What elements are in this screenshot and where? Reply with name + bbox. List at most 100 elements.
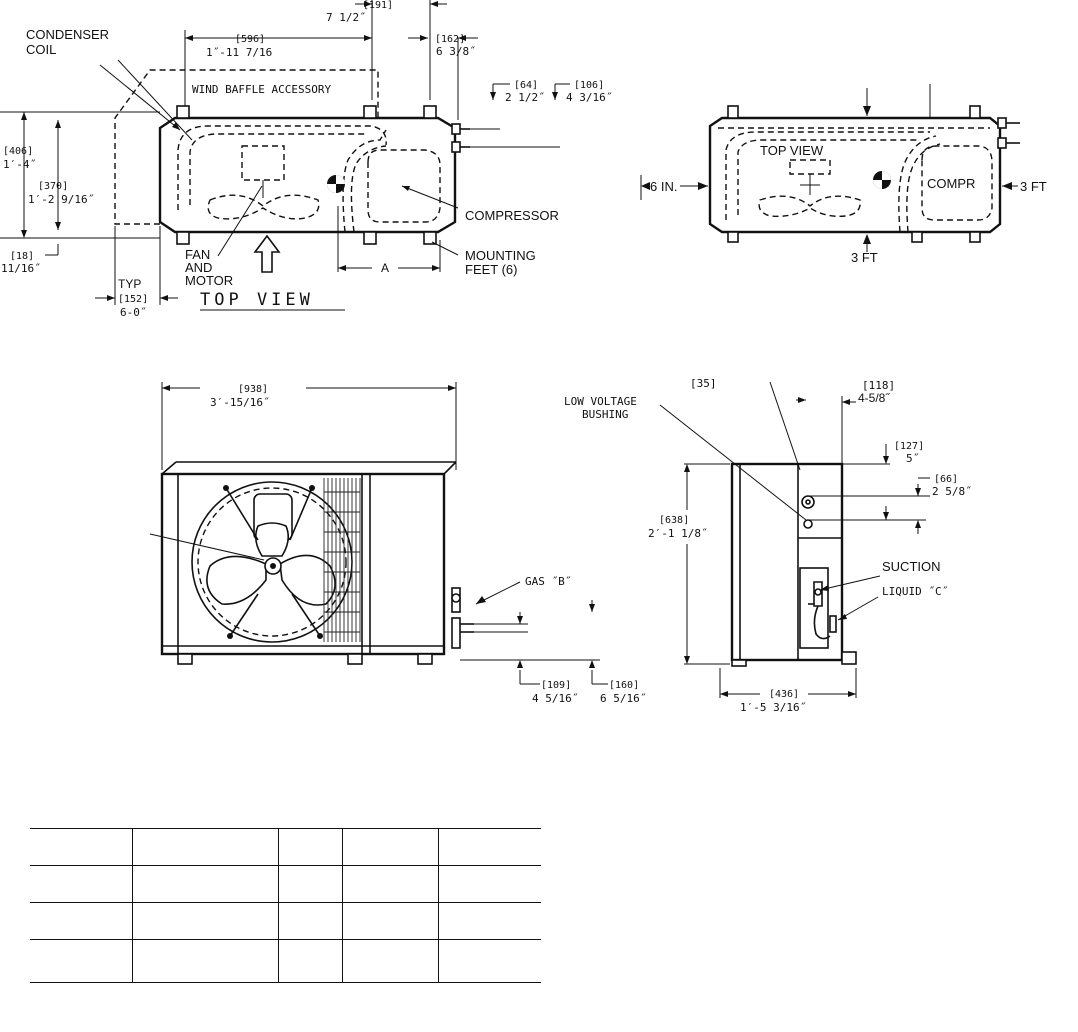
dim-118-in: 4-5/8˝: [858, 391, 890, 405]
dim-152-in: 6-0˝: [120, 306, 147, 319]
top-view-drawing: CONDENSER COIL WIND BAFFLE ACCESSORY COM…: [0, 0, 612, 319]
dim-406-in: 1′-4˝: [3, 158, 36, 171]
clearance-bottom-label: 3 FT: [851, 250, 878, 265]
dim-436-mm: [436]: [769, 689, 799, 700]
table-cell: [342, 902, 439, 940]
dimension-table: [30, 828, 541, 983]
table-cell: [278, 939, 343, 983]
dim-638-in: 2′-1 1/8˝: [648, 527, 708, 540]
dim-18-mm: [18]: [10, 251, 34, 262]
side-cabinet: [730, 462, 844, 662]
gas-b-label: GAS ˝B˝: [525, 575, 571, 588]
front-valves: [451, 587, 474, 649]
mounting-feet-label-2: FEET (6): [465, 262, 518, 277]
front-view-drawing: [938] 3′-15/16˝ GAS ˝B˝ [109] 4 5/16˝ [1…: [149, 382, 646, 705]
table-row: [30, 939, 541, 983]
dim-118-mm: [118]: [862, 379, 895, 392]
dim-162-in: 6 3/8˝: [436, 45, 476, 58]
dim-64-in: 2 1/2˝: [505, 91, 545, 104]
dim-596-in: 1˝-11 7/16: [206, 46, 272, 59]
table-cell: [278, 865, 343, 903]
typ-label: TYP: [118, 277, 141, 291]
table-cell: [438, 902, 541, 940]
fan-blade-right: [279, 554, 336, 606]
dim-18-in: 11/16˝: [1, 262, 41, 275]
dim-152-mm: [152]: [118, 294, 148, 305]
and-label: AND: [185, 260, 212, 275]
suction-label: SUCTION: [882, 559, 941, 574]
top-view-title: TOP VIEW: [200, 290, 314, 310]
dim-638-mm: [638]: [659, 515, 689, 526]
wind-baffle-label: WIND BAFFLE ACCESSORY: [192, 83, 331, 96]
dim-436-in: 1′-5 3/16˝: [740, 701, 806, 714]
coil-fins: [323, 478, 361, 642]
dim-162-mm: [162]: [435, 34, 465, 45]
wind-baffle-outline: [114, 69, 379, 225]
fan-blade-top: [254, 522, 290, 557]
dim-191-mm: [191]: [363, 0, 393, 11]
table-cell: [132, 939, 279, 983]
clearance-right-label: 3 FT: [1020, 179, 1047, 194]
table-row: [30, 865, 541, 903]
fan-blade-left: [206, 555, 267, 605]
fan-label: FAN: [185, 247, 210, 262]
front-width-mm: [938]: [238, 384, 268, 395]
dim-109-mm: [109]: [541, 680, 571, 691]
low-voltage-label-1: LOW VOLTAGE: [564, 395, 637, 408]
table-cell: [438, 865, 541, 903]
motor-label: MOTOR: [185, 273, 233, 288]
clearance-compr-label: COMPR: [927, 176, 975, 191]
table-cell: [132, 865, 279, 903]
table-cell: [278, 828, 343, 866]
table-cell: [30, 865, 133, 903]
table-row: [30, 902, 541, 940]
airflow-arrow-icon: [253, 234, 281, 273]
dim-106-mm: [106]: [574, 80, 604, 91]
fan-blades: [207, 194, 320, 220]
table-cell: [278, 902, 343, 940]
table-cell: [132, 902, 279, 940]
table-cell: [438, 828, 541, 866]
dim-160-mm: [160]: [609, 680, 639, 691]
dim-127-mm: [127]: [894, 441, 924, 452]
liquid-c-label: LIQUID ˝C˝: [882, 585, 948, 598]
dim-66-mm: [66]: [934, 474, 958, 485]
clearance-compressor: [921, 145, 993, 221]
dimension-a-label: A: [381, 261, 389, 275]
side-view-drawing: [35] LOW VOLTAGE BUSHING [118] 4-5/8˝ [1…: [564, 377, 972, 714]
table-cell: [30, 902, 133, 940]
dim-64-mm: [64]: [514, 80, 538, 91]
compressor-label: COMPRESSOR: [465, 208, 559, 223]
table-cell: [342, 828, 439, 866]
low-voltage-label-2: BUSHING: [582, 408, 628, 421]
clearance-cabinet-outline: [708, 116, 1002, 234]
mounting-feet: [176, 105, 437, 245]
table-cell: [342, 865, 439, 903]
side-valves: [451, 123, 470, 153]
table-cell: [30, 939, 133, 983]
table-cell: [132, 828, 279, 866]
dim-370-in: 1′-2 9/16˝: [28, 193, 94, 206]
fan-motor-box: [241, 145, 285, 181]
mounting-feet-label-1: MOUNTING: [465, 248, 536, 263]
dim-35-label: [35]: [690, 377, 717, 390]
table-cell: [30, 828, 133, 866]
dim-160-in: 6 5/16˝: [600, 692, 646, 705]
condenser-coil-label-1: CONDENSER: [26, 27, 109, 42]
dim-109-in: 4 5/16˝: [532, 692, 578, 705]
dim-191-in: 7 1/2˝: [326, 11, 366, 24]
clearance-left-label: 6 IN.: [650, 179, 677, 194]
table-row: [30, 828, 541, 866]
dim-596-mm: [596]: [235, 34, 265, 45]
dim-66-in: 2 5/8˝: [932, 485, 972, 498]
cabinet-outline: [158, 116, 457, 234]
clearance-view-drawing: TOP VIEW COMPR 6 IN. 3 FT 3 FT: [640, 84, 1047, 265]
dim-406-mm: [406]: [3, 146, 33, 157]
table-cell: [438, 939, 541, 983]
dim-127-in: 5˝: [906, 452, 919, 465]
dim-370-mm: [370]: [38, 181, 68, 192]
condenser-coil-label-2: COIL: [26, 42, 56, 57]
front-width-in: 3′-15/16˝: [210, 396, 270, 409]
dim-106-in: 4 3/16˝: [566, 91, 612, 104]
